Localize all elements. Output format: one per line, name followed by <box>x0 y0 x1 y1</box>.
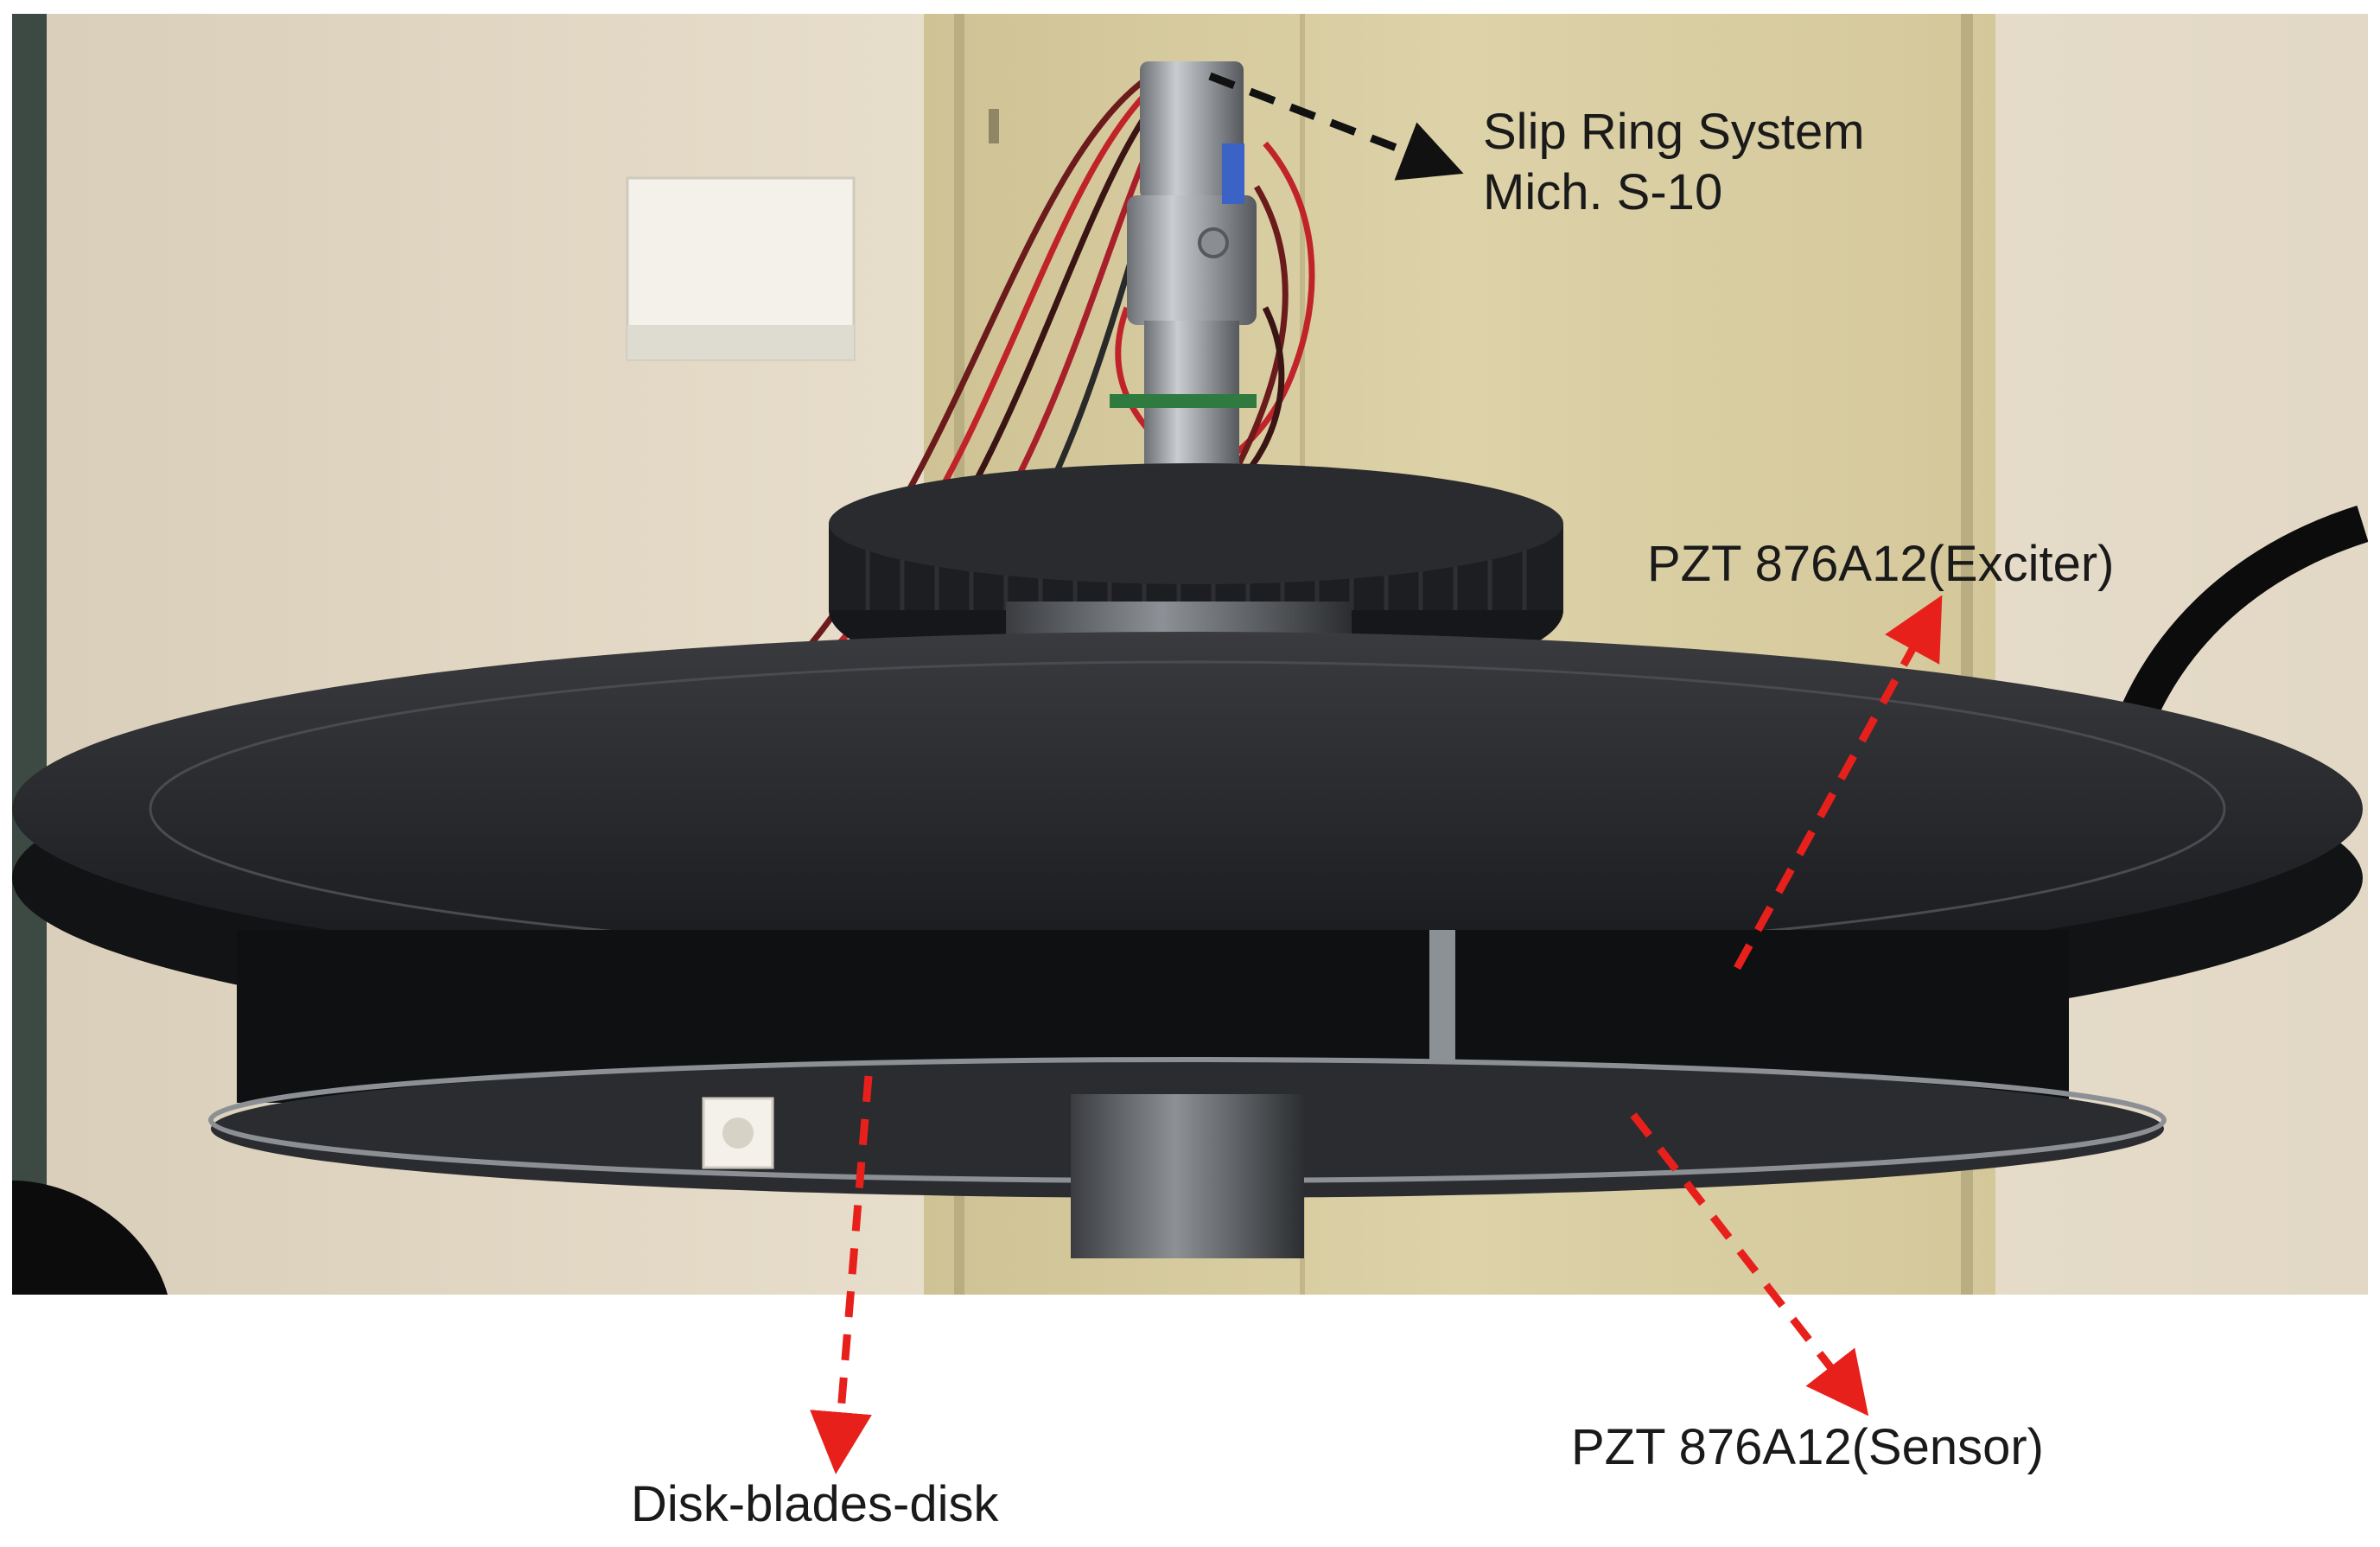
slip-ring-body <box>1127 195 1257 325</box>
slip-ring-label: Slip Ring System Mich. S-10 <box>1483 102 1865 222</box>
sensor-label: PZT 876A12(Sensor) <box>1571 1419 2044 1475</box>
outlet-socket <box>722 1117 754 1149</box>
cable-tie <box>1110 394 1257 408</box>
disk-label: Disk-blades-disk <box>631 1476 999 1532</box>
gear-top <box>829 463 1563 584</box>
motor <box>1071 1094 1304 1258</box>
door-hinge <box>989 109 999 143</box>
slip-ring-screw <box>1198 227 1229 258</box>
photo-illustration <box>12 14 2368 1295</box>
foreground-object <box>12 1181 168 1295</box>
slip-ring-label-line2: Mich. S-10 <box>1483 163 1723 220</box>
electrical-box-bottom <box>627 325 854 360</box>
left-edge <box>12 14 47 1295</box>
photo <box>12 14 2368 1295</box>
exciter-label: PZT 876A12(Exciter) <box>1647 536 2115 592</box>
slip-ring-label-line1: Slip Ring System <box>1483 104 1865 160</box>
slip-ring-connector <box>1222 143 1244 204</box>
